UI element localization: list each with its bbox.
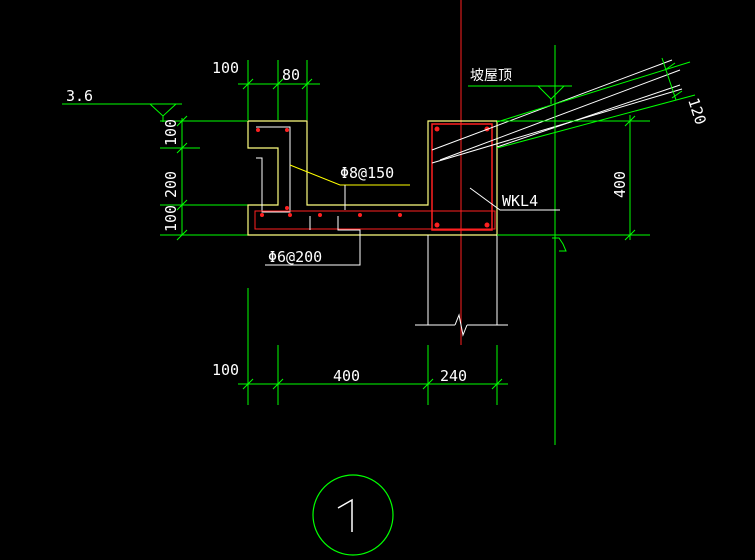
elevation-mark: 3.6 (62, 87, 182, 122)
column-outline (415, 235, 508, 337)
roof-label: 坡屋顶 (470, 68, 512, 84)
rebar-upper-label: Φ8@150 (340, 164, 394, 182)
rebar-dots-left (256, 128, 289, 210)
detail-circle (312, 474, 394, 556)
dim-left-100b: 100 (162, 205, 180, 232)
top-dimensions (238, 60, 320, 120)
break-mark-right (552, 237, 567, 252)
dim-bottom-240: 240 (440, 367, 467, 385)
elevation-text: 3.6 (66, 87, 93, 105)
right-dimension (497, 115, 650, 241)
detail-number: 1 (353, 501, 362, 519)
roof-elevation (468, 85, 572, 104)
rebar-upper-leader (289, 164, 410, 186)
beam-label: WKL4 (502, 192, 538, 210)
dim-bottom-100: 100 (212, 361, 239, 379)
slab-rebar-dots (260, 213, 402, 217)
beam-rebar-dots (434, 126, 490, 228)
bottom-dimensions (238, 288, 508, 405)
rebar-left-stirrup (256, 126, 291, 213)
dim-top-80: 80 (282, 66, 300, 84)
dim-left-200: 200 (162, 171, 180, 198)
dim-top-100: 100 (212, 59, 239, 77)
dim-right-400: 400 (611, 171, 629, 198)
dim-slab-120: 120 (684, 96, 709, 127)
detail-number-glyph (337, 498, 353, 532)
slab-rebar (254, 210, 496, 230)
rebar-lower-leader (265, 216, 361, 266)
dim-left-100a: 100 (162, 119, 180, 146)
left-dimensions (160, 115, 250, 241)
beam-stirrup (431, 123, 493, 231)
rebar-lower-label: Φ6@200 (268, 248, 322, 266)
beam-leader (469, 187, 560, 211)
dim-bottom-400: 400 (333, 367, 360, 385)
